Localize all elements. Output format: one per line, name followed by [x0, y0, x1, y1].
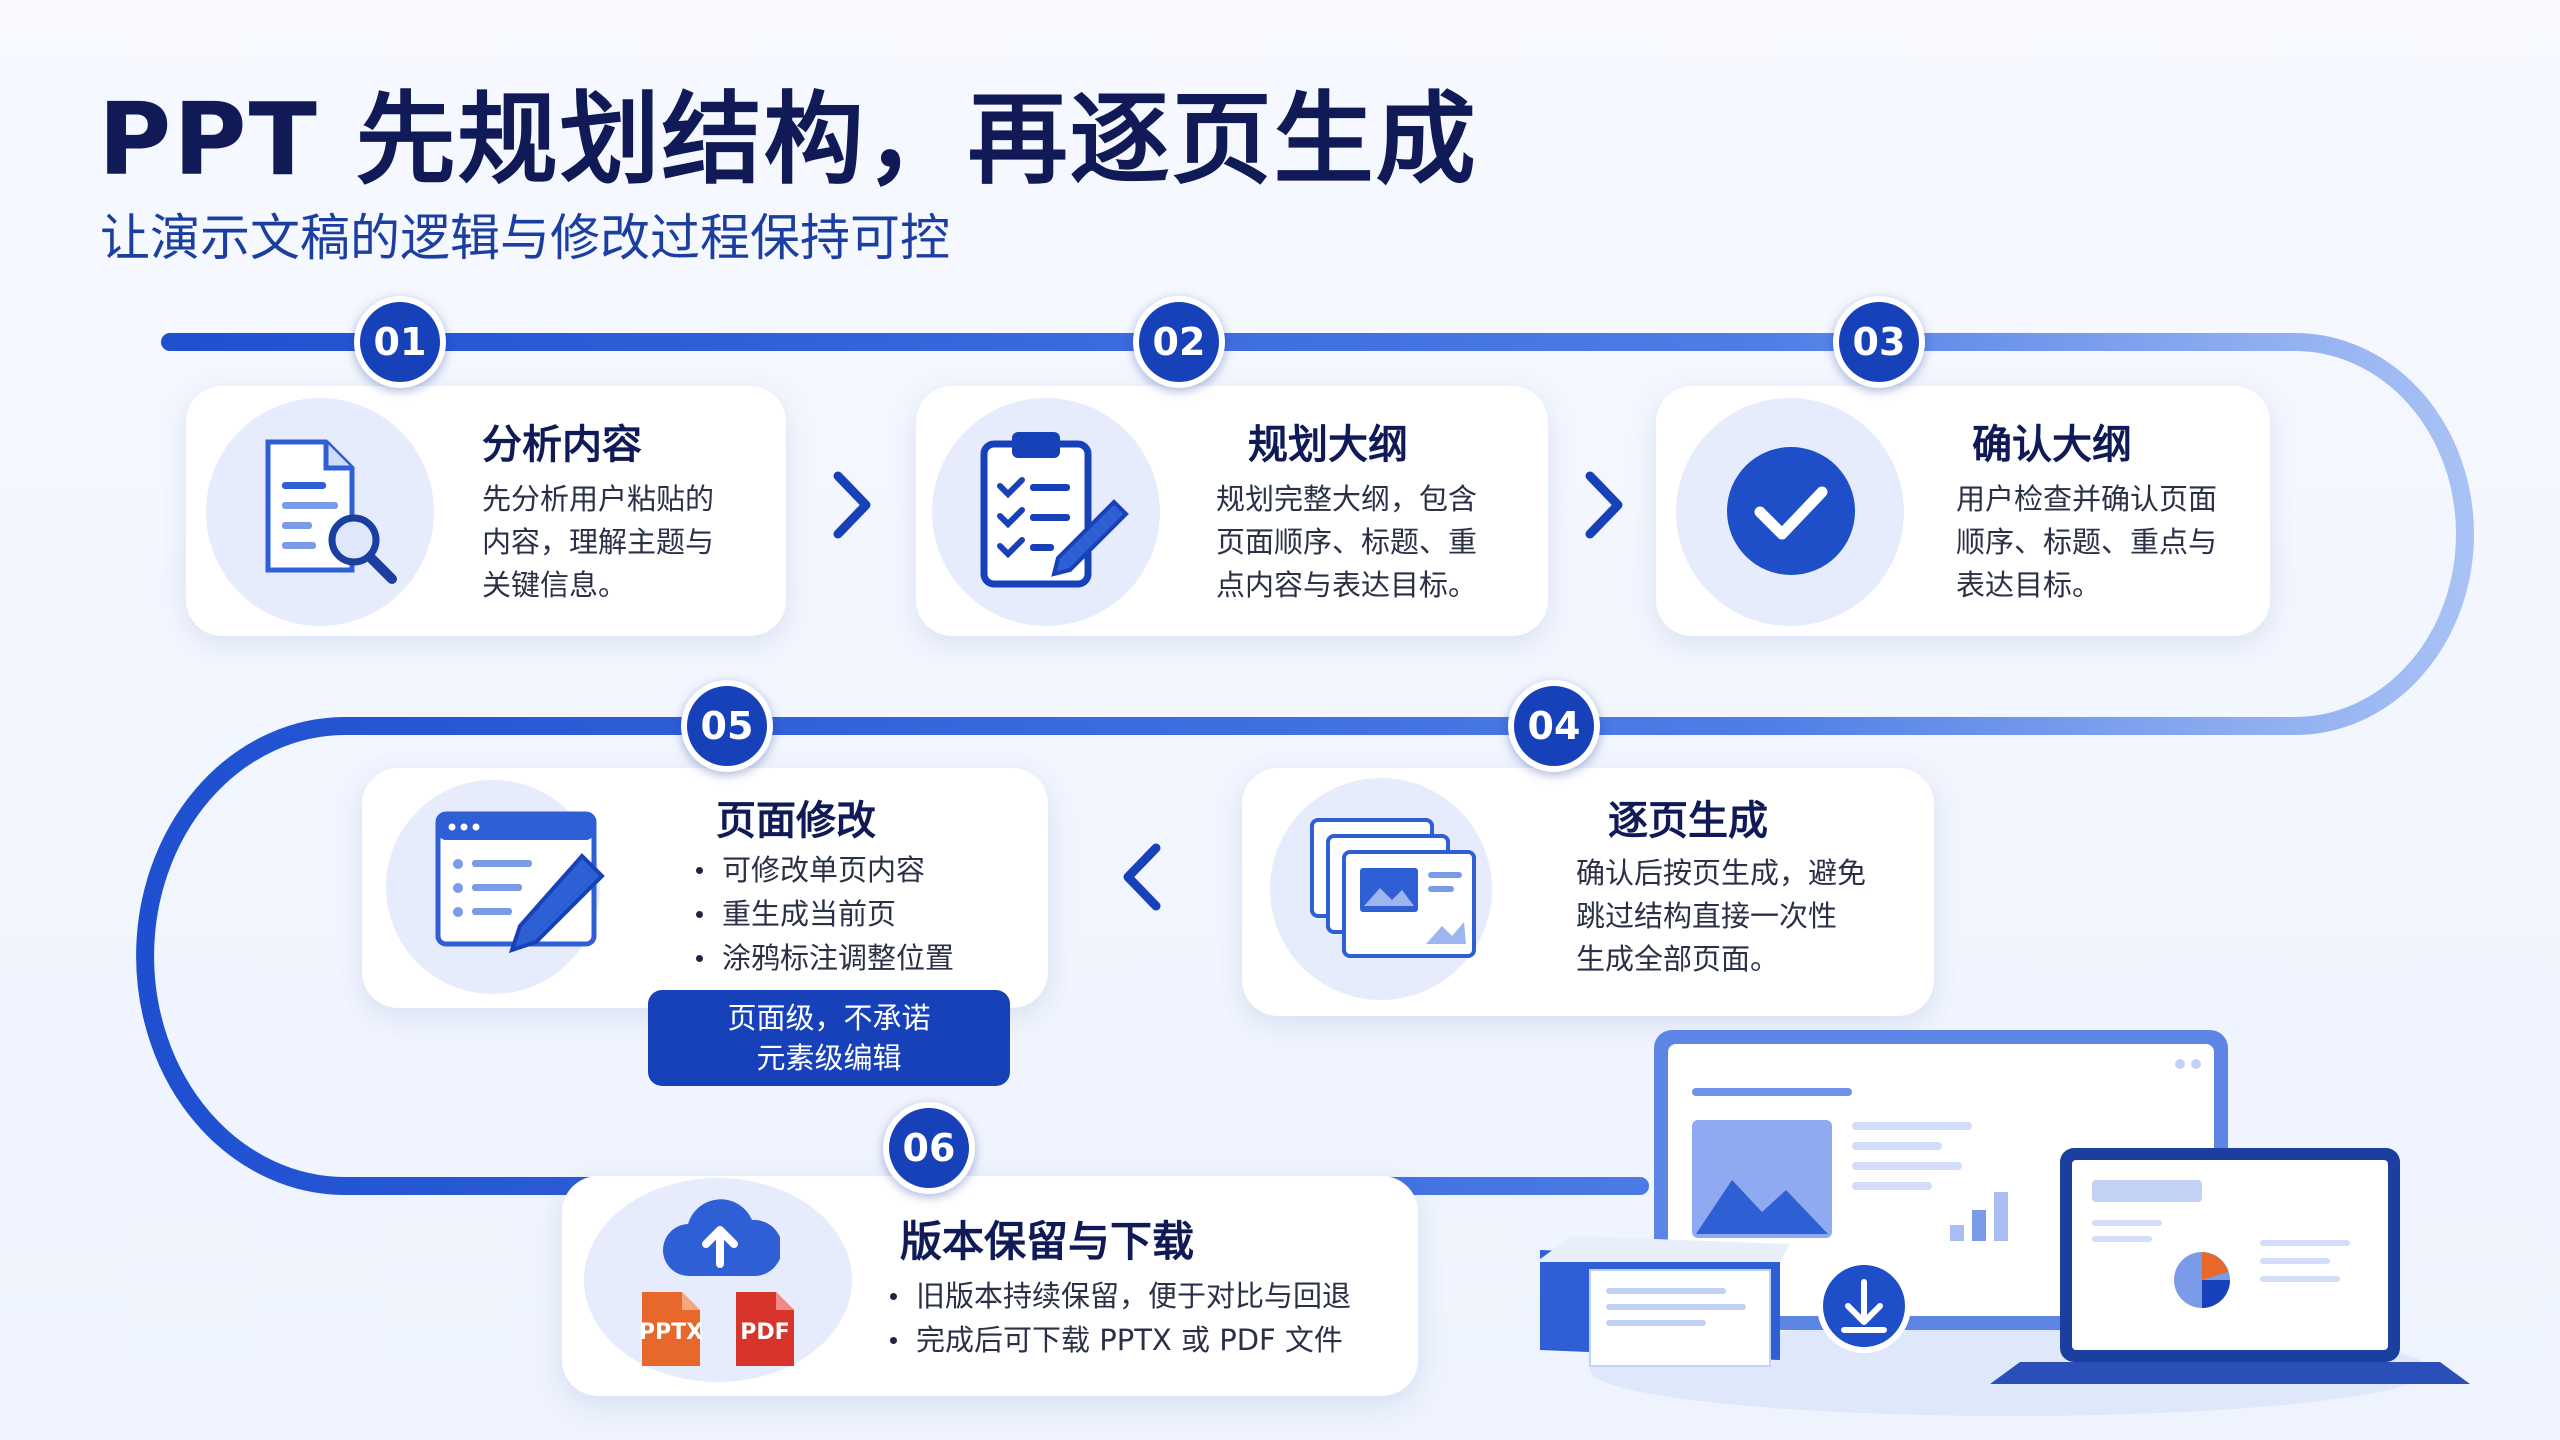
chevron-left-icon: [1123, 843, 1161, 911]
step-title-05: 页面修改: [716, 798, 876, 844]
step-title-02: 规划大纲: [1248, 422, 1408, 468]
step-badge-06: 06: [883, 1102, 975, 1194]
chevron-right-icon: [833, 471, 871, 539]
step-bullets-06: 旧版本持续保留，便于对比与回退 完成后可下载 PPTX 或 PDF 文件: [884, 1274, 1351, 1362]
pptx-file-icon: [642, 1292, 700, 1366]
step-badge-04: 04: [1508, 680, 1600, 772]
step-title-01: 分析内容: [482, 422, 642, 468]
page-title: PPT 先规划结构，再逐页生成: [98, 81, 1478, 198]
step-title-06: 版本保留与下载: [900, 1217, 1195, 1266]
list-item: 涂鸦标注调整位置: [690, 936, 954, 980]
browser-edit-icon: [435, 811, 605, 954]
step-desc-03: 用户检查并确认页面 顺序、标题、重点与 表达目标。: [1956, 482, 2218, 602]
step-badge-03: 03: [1833, 296, 1925, 388]
step-badge-01: 01: [354, 296, 446, 388]
checkmark-circle-icon: [1727, 447, 1855, 575]
page-subtitle: 让演示文稿的逻辑与修改过程保持可控: [100, 209, 950, 267]
list-item: 重生成当前页: [690, 892, 954, 936]
step-bullets-05: 可修改单页内容 重生成当前页 涂鸦标注调整位置: [690, 848, 954, 980]
pptx-file-label: PPTX: [638, 1320, 704, 1345]
step-desc-02: 规划完整大纲，包含 页面顺序、标题、重 点内容与表达目标。: [1216, 482, 1478, 602]
step-badge-02: 02: [1133, 296, 1225, 388]
step-title-03: 确认大纲: [1972, 422, 2132, 468]
cloud-upload-icon: [663, 1199, 780, 1277]
scope-note-badge: 页面级，不承诺 元素级编辑: [648, 990, 1010, 1086]
slides-stack-icon: [1310, 818, 1476, 958]
step-desc-01: 先分析用户粘贴的 内容，理解主题与 关键信息。: [482, 482, 715, 602]
clipboard-checklist-icon: [980, 432, 1129, 588]
list-item: 可修改单页内容: [690, 848, 954, 892]
list-item: 完成后可下载 PPTX 或 PDF 文件: [884, 1318, 1351, 1362]
step-desc-04: 确认后按页生成，避免 跳过结构直接一次性 生成全部页面。: [1576, 856, 1867, 976]
step-badge-05: 05: [681, 680, 773, 772]
devices-illustration: [1536, 1030, 2470, 1416]
pdf-file-label: PDF: [740, 1320, 790, 1345]
pdf-file-icon: [736, 1292, 794, 1366]
step-title-04: 逐页生成: [1608, 798, 1768, 844]
list-item: 旧版本持续保留，便于对比与回退: [884, 1274, 1351, 1318]
document-search-icon: [265, 439, 397, 584]
chevron-right-icon: [1585, 471, 1623, 539]
